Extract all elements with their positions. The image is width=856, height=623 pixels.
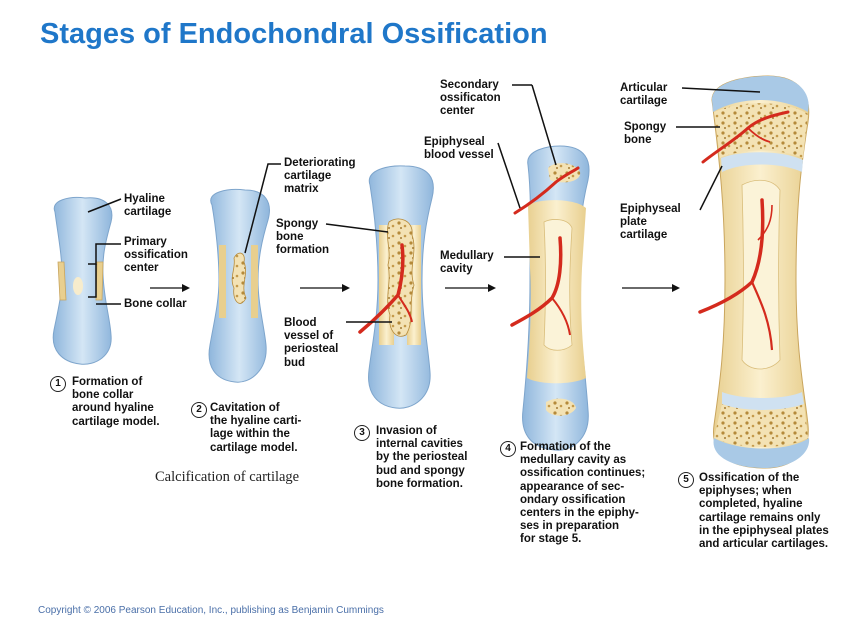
step-4-number: 4: [500, 441, 516, 457]
page-title: Stages of Endochondral Ossification: [40, 18, 548, 51]
copyright-notice: Copyright © 2006 Pearson Education, Inc.…: [38, 605, 384, 616]
step-5-number: 5: [678, 472, 694, 488]
calcification-caption: Calcification of cartilage: [155, 469, 299, 486]
step-4-caption: Formation of the medullary cavity as oss…: [520, 441, 645, 547]
label-medullary-cavity: Medullary cavity: [440, 250, 494, 276]
label-deteriorating-cartilage-matrix: Deteriorating cartilage matrix: [284, 157, 356, 197]
label-bone-collar: Bone collar: [124, 298, 187, 311]
step-3-number: 3: [354, 425, 370, 441]
label-spongy-bone: Spongy bone: [624, 121, 666, 147]
label-articular-cartilage: Articular cartilage: [620, 82, 667, 108]
step-1-number: 1: [50, 376, 66, 392]
stage-2-bone: [209, 190, 269, 383]
label-spongy-bone-formation: Spongy bone formation: [276, 218, 329, 258]
stage-3-bone: [360, 166, 433, 408]
step-5-caption: Ossification of the epiphyses; when comp…: [699, 472, 829, 551]
label-primary-ossification-center: Primary ossification center: [124, 236, 188, 276]
stage-1-bone: [53, 198, 112, 365]
label-epiphyseal-blood-vessel: Epiphyseal blood vessel: [424, 136, 494, 162]
label-blood-vessel-periosteal-bud: Blood vessel of periosteal bud: [284, 317, 338, 370]
stage-5-bone: [700, 76, 809, 468]
label-epiphyseal-plate-cartilage: Epiphyseal plate cartilage: [620, 203, 681, 243]
step-1-caption: Formation of bone collar around hyaline …: [72, 376, 160, 429]
label-secondary-ossification-center: Secondary ossificaton center: [440, 79, 501, 119]
stage-4-bone: [512, 146, 589, 450]
label-hyaline-cartilage: Hyaline cartilage: [124, 193, 171, 219]
step-2-number: 2: [191, 402, 207, 418]
step-2-caption: Cavitation of the hyaline carti- lage wi…: [210, 402, 301, 455]
step-3-caption: Invasion of internal cavities by the per…: [376, 425, 467, 491]
